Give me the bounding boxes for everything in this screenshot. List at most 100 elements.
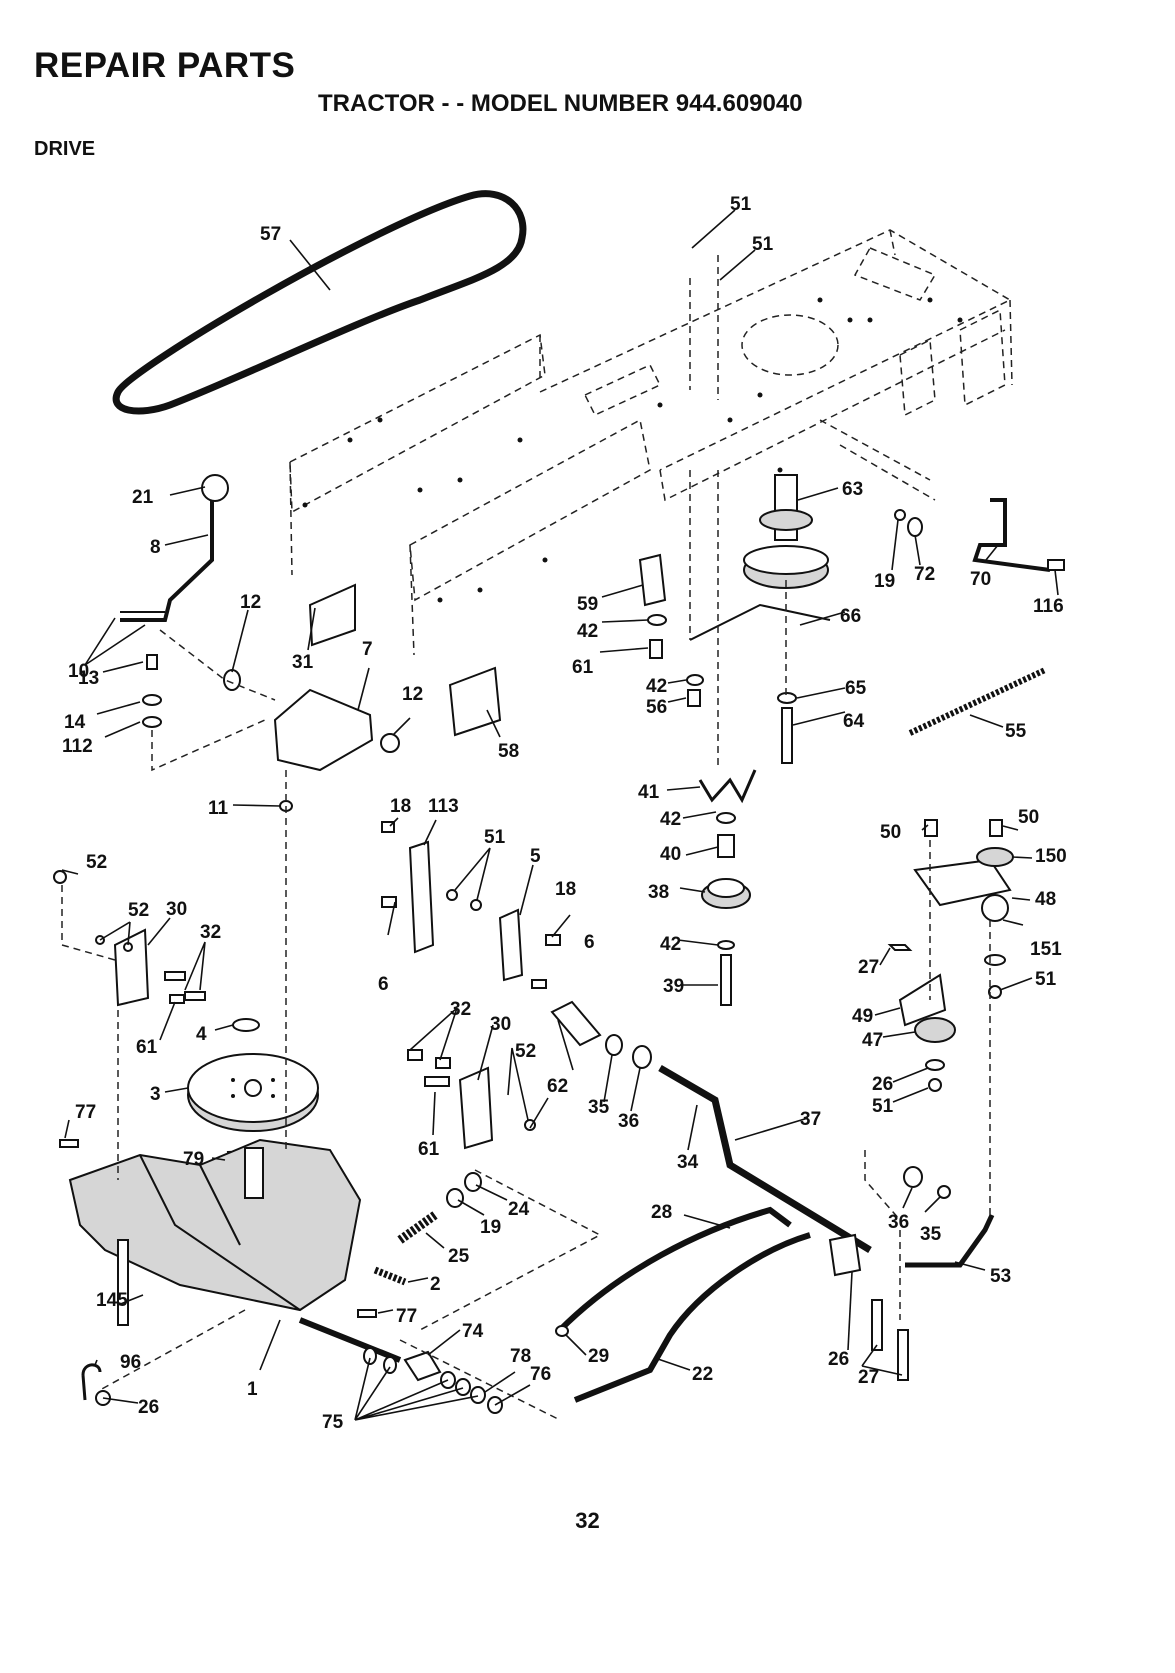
bolt-145 xyxy=(117,1239,129,1326)
bolt-27b xyxy=(897,1329,909,1381)
callout-34: 34 xyxy=(677,1152,699,1173)
callout-52: 52 xyxy=(515,1041,536,1062)
nut-35b xyxy=(937,1185,951,1199)
callout-42: 42 xyxy=(577,621,598,642)
leader-lines xyxy=(61,209,1059,1421)
washer-35a xyxy=(605,1034,623,1056)
idler-bracket-48 xyxy=(887,819,1014,1092)
spacer-62 xyxy=(550,1000,602,1047)
callout-66: 66 xyxy=(840,606,861,627)
callout-26: 26 xyxy=(828,1349,849,1370)
nut-52a xyxy=(53,870,67,884)
rod-28 xyxy=(557,1206,792,1333)
section-heading: DRIVE xyxy=(34,138,96,160)
callout-10: 10 xyxy=(68,661,89,682)
washer-12a xyxy=(223,669,241,691)
callout-51: 51 xyxy=(1035,969,1057,990)
callout-19: 19 xyxy=(874,571,895,592)
nut-19b xyxy=(446,1188,464,1208)
callout-50: 50 xyxy=(1018,807,1039,828)
callout-5: 5 xyxy=(530,846,541,867)
shift-lever xyxy=(120,474,229,622)
pulley-stack-38 xyxy=(698,769,757,1006)
callout-25: 25 xyxy=(448,1246,470,1267)
callout-14: 14 xyxy=(64,712,86,733)
assembly-lines xyxy=(61,255,991,1421)
callout-51: 51 xyxy=(484,827,506,848)
callout-77: 77 xyxy=(75,1102,96,1123)
callout-57: 57 xyxy=(260,224,281,245)
callout-63: 63 xyxy=(842,479,863,500)
callout-64: 64 xyxy=(843,711,865,732)
washer-42a xyxy=(647,614,667,626)
callout-52: 52 xyxy=(86,852,107,873)
callout-3: 3 xyxy=(150,1084,161,1105)
bolt-stack-13 xyxy=(142,654,162,728)
callout-52: 52 xyxy=(128,900,149,921)
callout-28: 28 xyxy=(651,1202,672,1223)
callout-32: 32 xyxy=(200,922,221,943)
callout-35: 35 xyxy=(920,1224,942,1245)
axle-stack-75 xyxy=(363,1325,569,1414)
callout-6: 6 xyxy=(584,932,595,953)
callout-113: 113 xyxy=(428,796,459,817)
callout-151: 151 xyxy=(1030,939,1062,960)
callout-76: 76 xyxy=(530,1364,551,1385)
page-number: 32 xyxy=(575,1508,600,1533)
spring-25 xyxy=(397,1211,438,1244)
callout-59: 59 xyxy=(577,594,598,615)
callout-26: 26 xyxy=(872,1074,893,1095)
callout-11: 11 xyxy=(208,798,229,819)
callout-55: 55 xyxy=(1005,721,1027,742)
callout-49: 49 xyxy=(852,1006,873,1027)
bracket-30a xyxy=(113,928,150,1007)
callout-62: 62 xyxy=(547,1076,568,1097)
washer-65 xyxy=(777,692,797,704)
callout-35: 35 xyxy=(588,1097,610,1118)
shift-plate xyxy=(308,583,356,647)
callout-8: 8 xyxy=(150,537,161,558)
shift-brackets xyxy=(381,821,561,989)
bolt-61b xyxy=(169,994,185,1004)
callout-150: 150 xyxy=(1035,846,1067,867)
retaining-ring-4 xyxy=(232,1018,260,1032)
idler-pulley-assembly xyxy=(689,474,831,641)
washer-42b xyxy=(686,674,704,686)
callout-26: 26 xyxy=(138,1397,159,1418)
drive-belt xyxy=(112,190,527,415)
callout-48: 48 xyxy=(1035,889,1056,910)
callout-65: 65 xyxy=(845,678,867,699)
spring-2 xyxy=(373,1266,407,1286)
callout-27: 27 xyxy=(858,1367,879,1388)
transaxle-pulley-3 xyxy=(187,1053,319,1132)
rod-22 xyxy=(573,1232,811,1403)
bolt-56 xyxy=(687,689,701,707)
callout-40: 40 xyxy=(660,844,681,865)
bracket-59 xyxy=(638,553,667,607)
nut-24 xyxy=(464,1172,482,1192)
callout-37: 37 xyxy=(800,1109,821,1130)
callout-58: 58 xyxy=(498,741,519,762)
callout-39: 39 xyxy=(663,976,684,997)
callout-75: 75 xyxy=(322,1412,344,1433)
clutch-rod-34 xyxy=(658,1064,872,1253)
callout-51: 51 xyxy=(752,234,774,255)
callout-24: 24 xyxy=(508,1199,530,1220)
callout-53: 53 xyxy=(990,1266,1011,1287)
callout-18: 18 xyxy=(555,879,576,900)
callout-18: 18 xyxy=(390,796,411,817)
pin-96 xyxy=(81,1363,102,1401)
callout-19: 19 xyxy=(480,1217,501,1238)
callout-30: 30 xyxy=(490,1014,511,1035)
rod-53 xyxy=(905,1213,995,1268)
callout-42: 42 xyxy=(660,934,681,955)
callout-50: 50 xyxy=(880,822,901,843)
shift-bracket xyxy=(273,688,374,772)
callout-70: 70 xyxy=(970,569,991,590)
callout-51: 51 xyxy=(872,1096,894,1117)
bracket-58 xyxy=(448,666,502,737)
callout-51: 51 xyxy=(730,194,752,215)
bolt-27a xyxy=(871,1299,883,1351)
callout-79: 79 xyxy=(183,1149,204,1170)
